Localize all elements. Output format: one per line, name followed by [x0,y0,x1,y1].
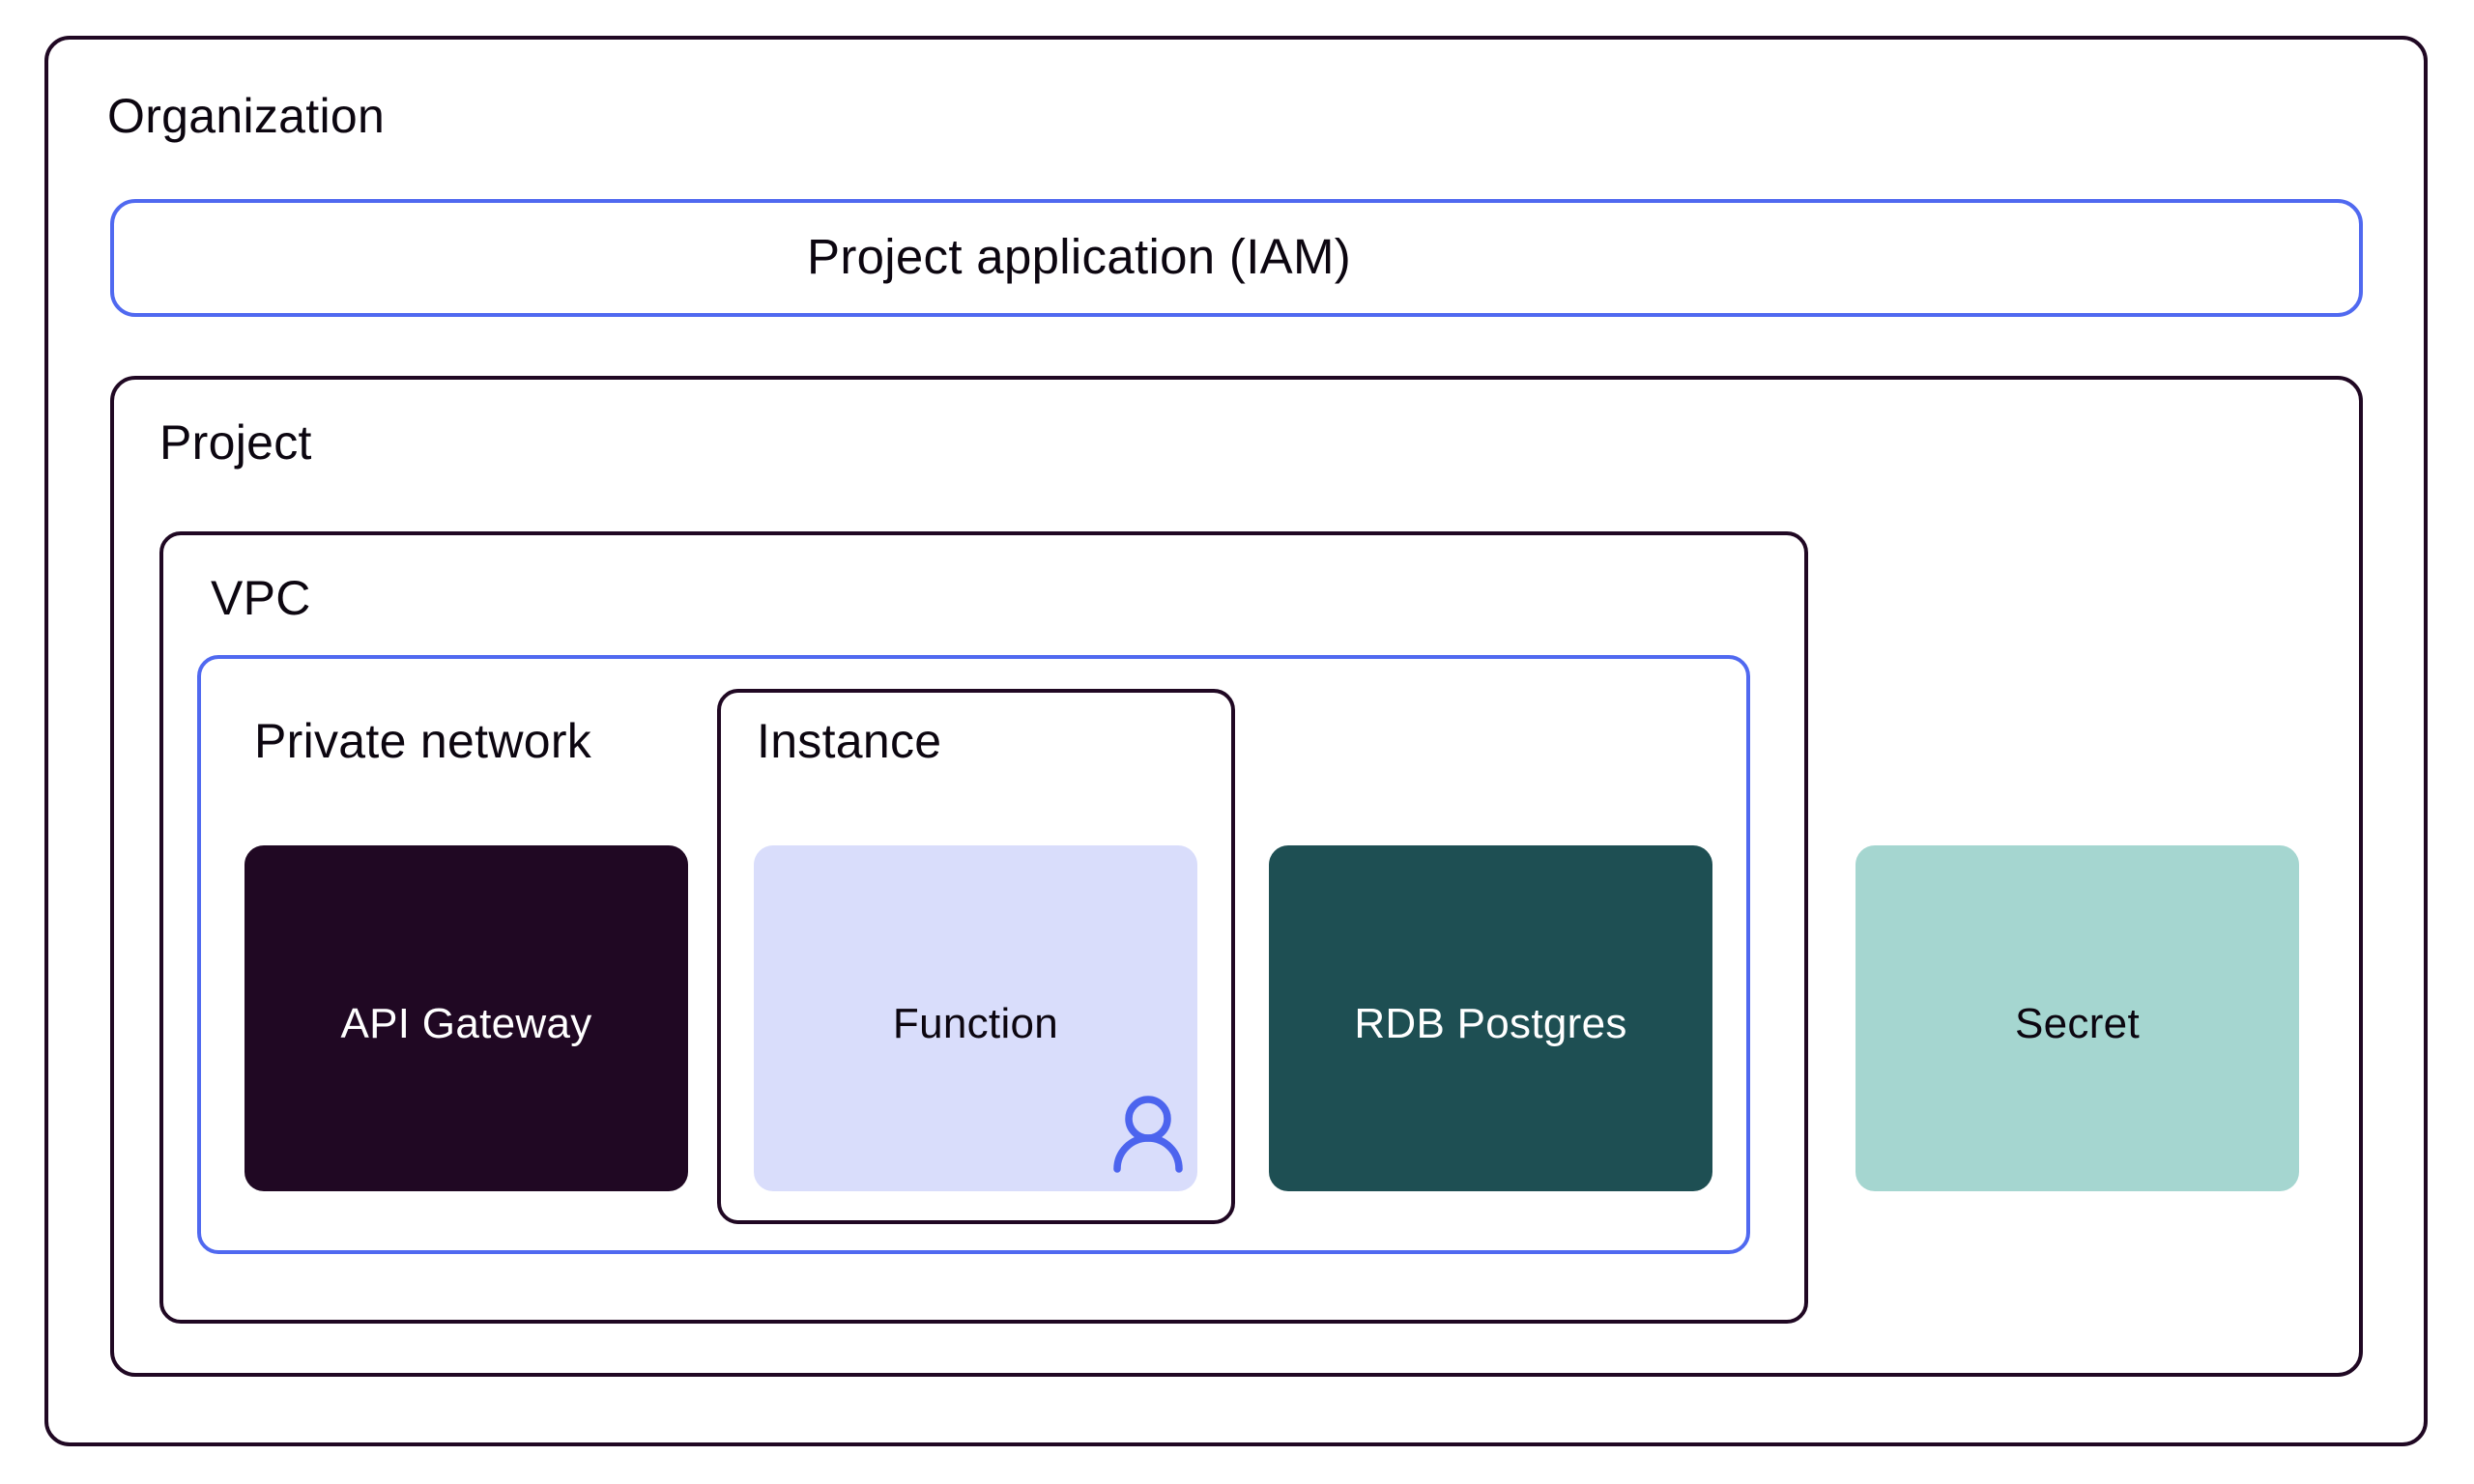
api-gateway-card: API Gateway [245,845,688,1191]
private-network-container [197,655,1750,1254]
private-network-label: Private network [254,714,592,768]
vpc-label: VPC [211,571,311,625]
iam-label: Project application (IAM) [807,229,1352,284]
user-icon-body [1113,1134,1183,1173]
function-label: Function [892,1000,1059,1047]
vpc-container [159,531,1808,1324]
secret-card: Secret [1856,845,2299,1191]
rdb-postgres-card: RDB Postgres [1269,845,1712,1191]
iam-container [110,199,2363,317]
rdb-postgres-label: RDB Postgres [1354,1000,1627,1047]
user-icon-head [1125,1096,1171,1142]
user-icon [1113,1096,1183,1173]
secret-label: Secret [2015,1000,2140,1047]
instance-container [717,689,1235,1224]
organization-label: Organization [107,89,386,143]
function-card: Function [754,845,1197,1191]
api-gateway-label: API Gateway [340,1000,592,1047]
project-container [110,376,2363,1377]
project-label: Project [159,415,312,470]
instance-label: Instance [757,714,942,768]
organization-container [44,36,2428,1446]
